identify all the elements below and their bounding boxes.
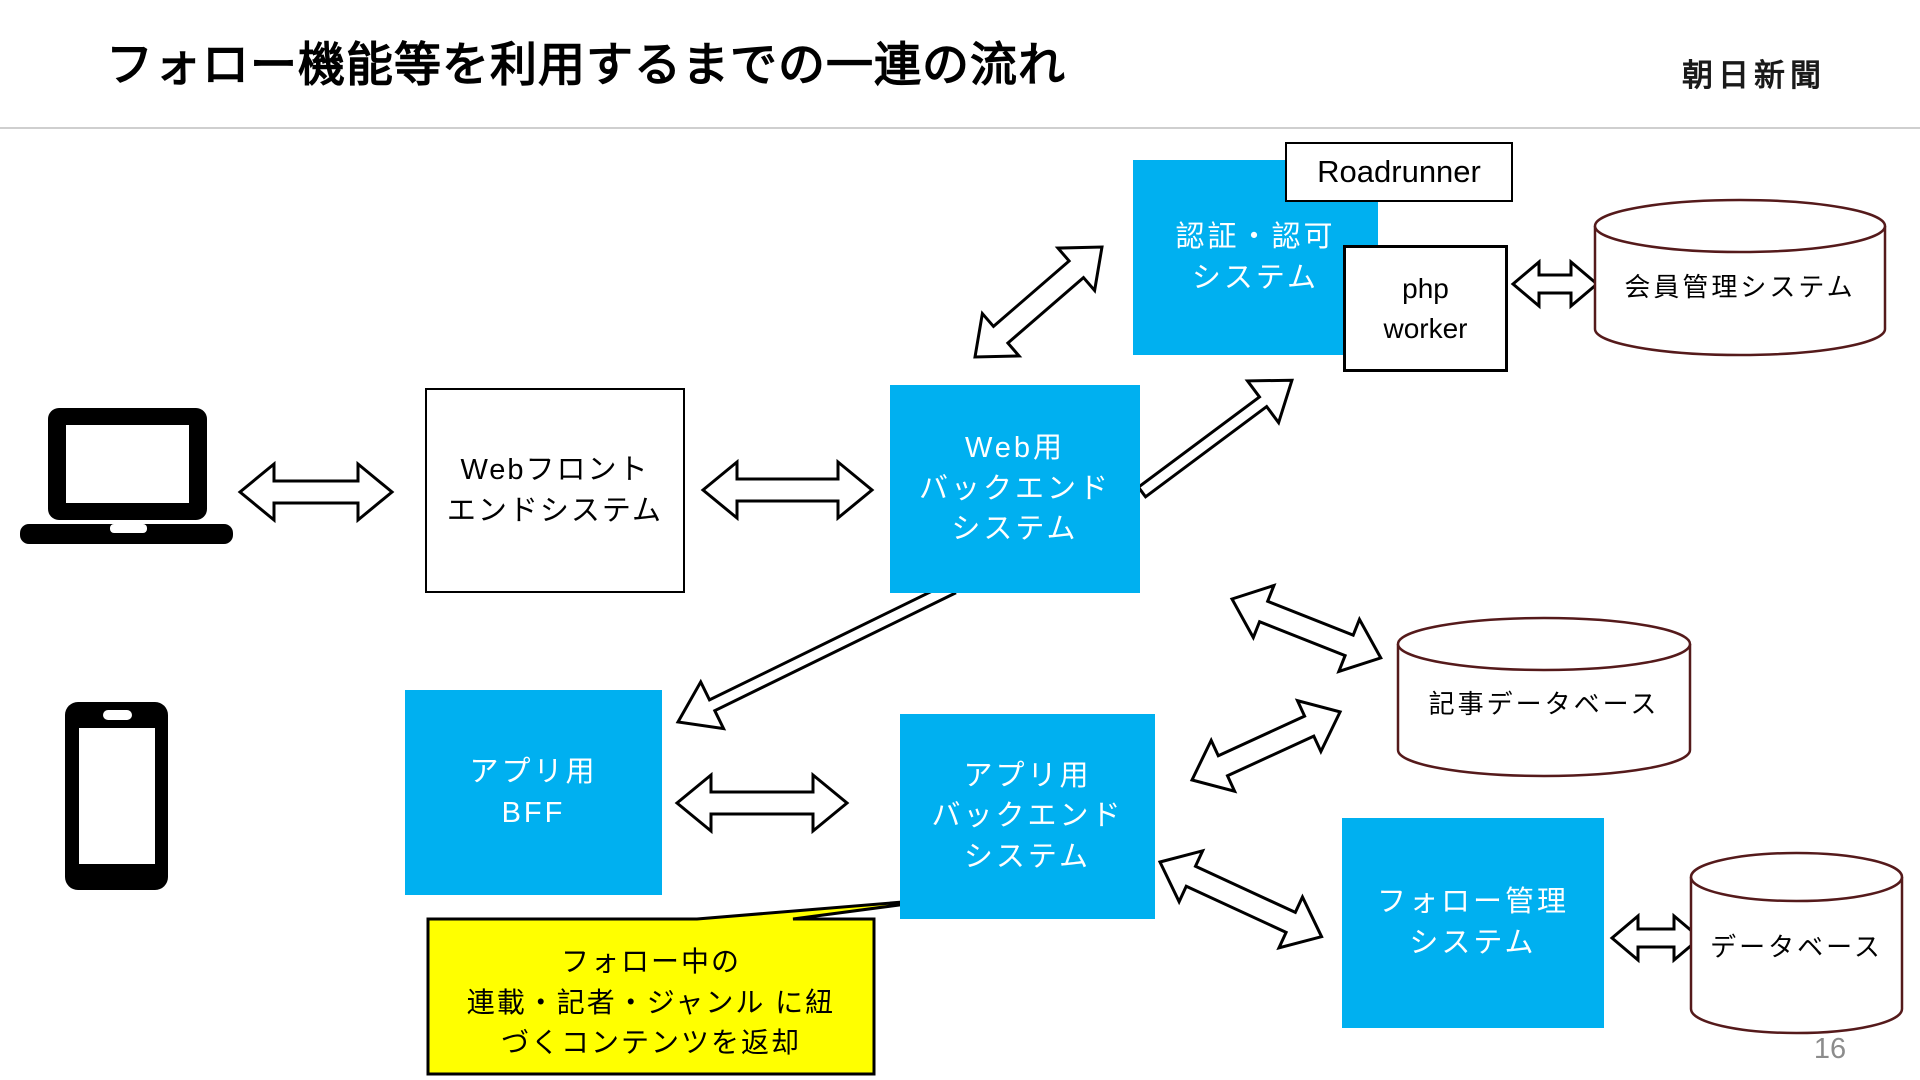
header-divider <box>0 127 1920 129</box>
arrow-webbackend-bff <box>675 580 957 731</box>
member-db-cylinder <box>1593 198 1887 357</box>
arrow-webbackend-auth <box>973 245 1104 359</box>
arrow-appbackend-followsystem <box>1157 848 1324 951</box>
arrow-phpworker-memberdb <box>1510 258 1600 310</box>
page-title: フォロー機能等を利用するまでの一連の流れ <box>106 38 1066 91</box>
node-app-bff: アプリ用 BFF <box>405 690 662 895</box>
node-php-worker: php worker <box>1343 245 1508 372</box>
node-roadrunner: Roadrunner <box>1285 142 1513 202</box>
node-follow-system: フォロー管理 システム <box>1342 818 1604 1028</box>
node-web-backend: Web用 バックエンド システム <box>890 385 1140 593</box>
arrow-webfrontend-webbackend <box>700 458 875 522</box>
arrow-appbackend-articledb <box>1189 698 1343 794</box>
laptop-icon <box>20 408 233 544</box>
node-app-backend: アプリ用 バックエンド システム <box>900 714 1155 919</box>
arrow-webbackend-articledb <box>1229 583 1383 674</box>
smartphone-icon <box>65 702 168 890</box>
article-db-label: 記事データベース <box>1428 689 1660 719</box>
node-web-frontend: Webフロント エンドシステム <box>425 388 685 593</box>
callout-text: フォロー中の 連載・記者・ジャンル に紐 づくコンテンツを返却 <box>466 946 836 1059</box>
arrow-webbackend-phpworker <box>1136 378 1294 499</box>
arrow-bff-appbackend <box>674 771 850 835</box>
arrow-laptop-webfrontend <box>237 460 395 524</box>
brand-logo: 朝日新聞 <box>1682 58 1826 93</box>
callout-bubble <box>426 896 953 1076</box>
arrow-followsystem-followdb <box>1609 912 1703 964</box>
follow-db-label: データベース <box>1710 932 1883 962</box>
member-db-label: 会員管理システム <box>1624 272 1856 302</box>
follow-db-cylinder <box>1689 851 1904 1035</box>
page-number: 16 <box>1813 1033 1847 1065</box>
article-db-cylinder <box>1396 616 1692 778</box>
